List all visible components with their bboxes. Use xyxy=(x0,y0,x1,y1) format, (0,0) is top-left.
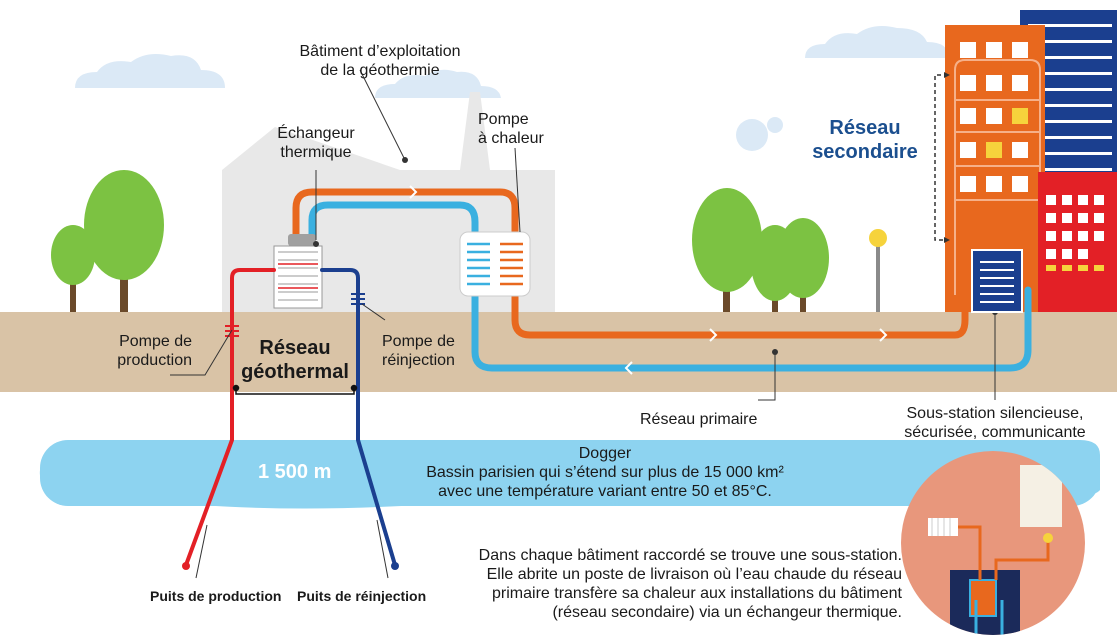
label-geothermal-network: Réseau géothermal xyxy=(241,337,349,383)
label-production-well: Puits de production xyxy=(150,588,282,604)
secondary-network-bracket xyxy=(934,74,948,241)
cloud-center xyxy=(375,69,501,98)
streetlamp xyxy=(869,229,887,312)
tower-red xyxy=(1038,172,1117,312)
label-depth: 1 500 m xyxy=(258,461,332,483)
heat-exchanger xyxy=(273,234,323,309)
label-reinjection-well: Puits de réinjection xyxy=(297,588,427,604)
heat-pump xyxy=(459,231,531,297)
substation-unit xyxy=(971,249,1023,313)
geothermal-bracket xyxy=(232,384,358,395)
reinjection-well-end xyxy=(391,562,399,570)
label-production-pump: Pompe de production xyxy=(117,333,192,369)
cloud-right xyxy=(805,26,949,58)
label-substation: Sous-station silencieuse, sécurisée, com… xyxy=(904,405,1086,441)
cloud-left xyxy=(75,54,225,88)
trees-left xyxy=(51,170,164,314)
label-plant-building: Bâtiment d’exploitation de la géothermie xyxy=(299,43,461,79)
label-heat-pump: Pompe à chaleur xyxy=(478,111,544,147)
label-secondary-network: Réseau secondaire xyxy=(812,117,918,163)
production-pipe xyxy=(184,268,276,567)
geothermal-wells xyxy=(184,268,397,567)
cloud-small-b xyxy=(767,117,783,133)
cloud-small-a xyxy=(736,119,768,151)
substation-inset xyxy=(901,451,1085,635)
production-well-end xyxy=(182,562,190,570)
label-reinjection-pump: Pompe de réinjection xyxy=(382,333,455,369)
trees-right xyxy=(692,188,829,314)
pipe-arrows xyxy=(409,185,888,375)
label-substation-note: Dans chaque bâtiment raccordé se trouve … xyxy=(478,547,902,621)
reinjection-pipe xyxy=(320,268,397,567)
ground xyxy=(0,312,1117,392)
label-primary-network: Réseau primaire xyxy=(640,411,758,428)
label-heat-exchanger: Échangeur thermique xyxy=(277,125,355,161)
clouds xyxy=(75,26,949,151)
label-dogger: Dogger Bassin parisien qui s’étend sur p… xyxy=(426,445,784,500)
